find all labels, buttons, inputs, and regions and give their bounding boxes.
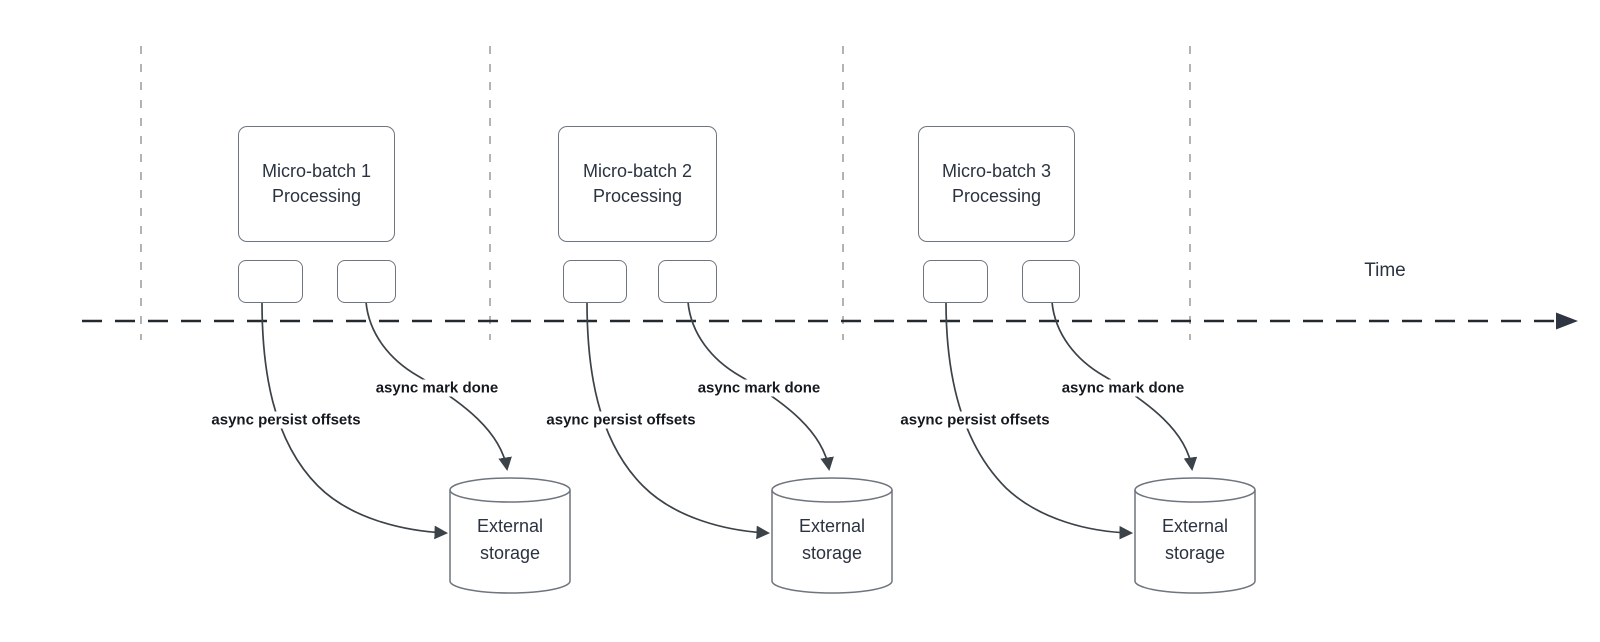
persist-offsets-arrow-2: [586, 301, 771, 540]
micro-batch-2-title: Micro-batch 2: [582, 161, 693, 181]
persist-offsets-label-3: async persist offsets: [897, 411, 1053, 429]
storage-label-3: External storage: [1162, 513, 1228, 567]
time-label: Time: [1364, 260, 1406, 281]
time-axis-arrowhead-icon: [1556, 312, 1578, 330]
storage-label-2-line1: External: [798, 516, 866, 536]
persist-offsets-arrow-1: [261, 301, 449, 540]
external-storage-cylinder-1: [449, 477, 571, 594]
task-box-1a: [238, 260, 303, 303]
micro-batch-2-subtitle: Processing: [592, 186, 683, 206]
storage-label-1-line2: storage: [479, 543, 541, 563]
storage-label-1: External storage: [477, 513, 543, 567]
micro-batch-1-title: Micro-batch 1: [261, 161, 372, 181]
storage-label-2: External storage: [799, 513, 865, 567]
task-box-1b: [337, 260, 396, 303]
micro-batch-1-box: Micro-batch 1 Processing: [238, 126, 395, 242]
task-box-3b: [1022, 260, 1080, 303]
storage-label-2-line2: storage: [801, 543, 863, 563]
task-box-2a: [563, 260, 627, 303]
storage-label-3-line1: External: [1161, 516, 1229, 536]
external-storage-cylinder-2: [771, 477, 893, 594]
mark-done-label-1: async mark done: [372, 379, 502, 397]
micro-batch-2-box: Micro-batch 2 Processing: [558, 126, 717, 242]
external-storage-cylinder-3: [1134, 477, 1256, 594]
storage-label-3-line2: storage: [1164, 543, 1226, 563]
persist-offsets-label-2: async persist offsets: [543, 411, 699, 429]
micro-batch-3-box: Micro-batch 3 Processing: [918, 126, 1075, 242]
persist-offsets-arrow-3: [945, 301, 1134, 540]
micro-batch-1-subtitle: Processing: [271, 186, 362, 206]
mark-done-arrow-3: [1051, 301, 1198, 472]
storage-label-1-line1: External: [476, 516, 544, 536]
mark-done-arrow-1: [365, 301, 512, 472]
mark-done-label-3: async mark done: [1058, 379, 1188, 397]
mark-done-arrow-2: [687, 301, 834, 472]
task-box-3a: [923, 260, 988, 303]
micro-batch-3-subtitle: Processing: [951, 186, 1042, 206]
persist-offsets-label-1: async persist offsets: [208, 411, 364, 429]
task-box-2b: [658, 260, 717, 303]
micro-batch-3-title: Micro-batch 3: [941, 161, 1052, 181]
mark-done-label-2: async mark done: [694, 379, 824, 397]
